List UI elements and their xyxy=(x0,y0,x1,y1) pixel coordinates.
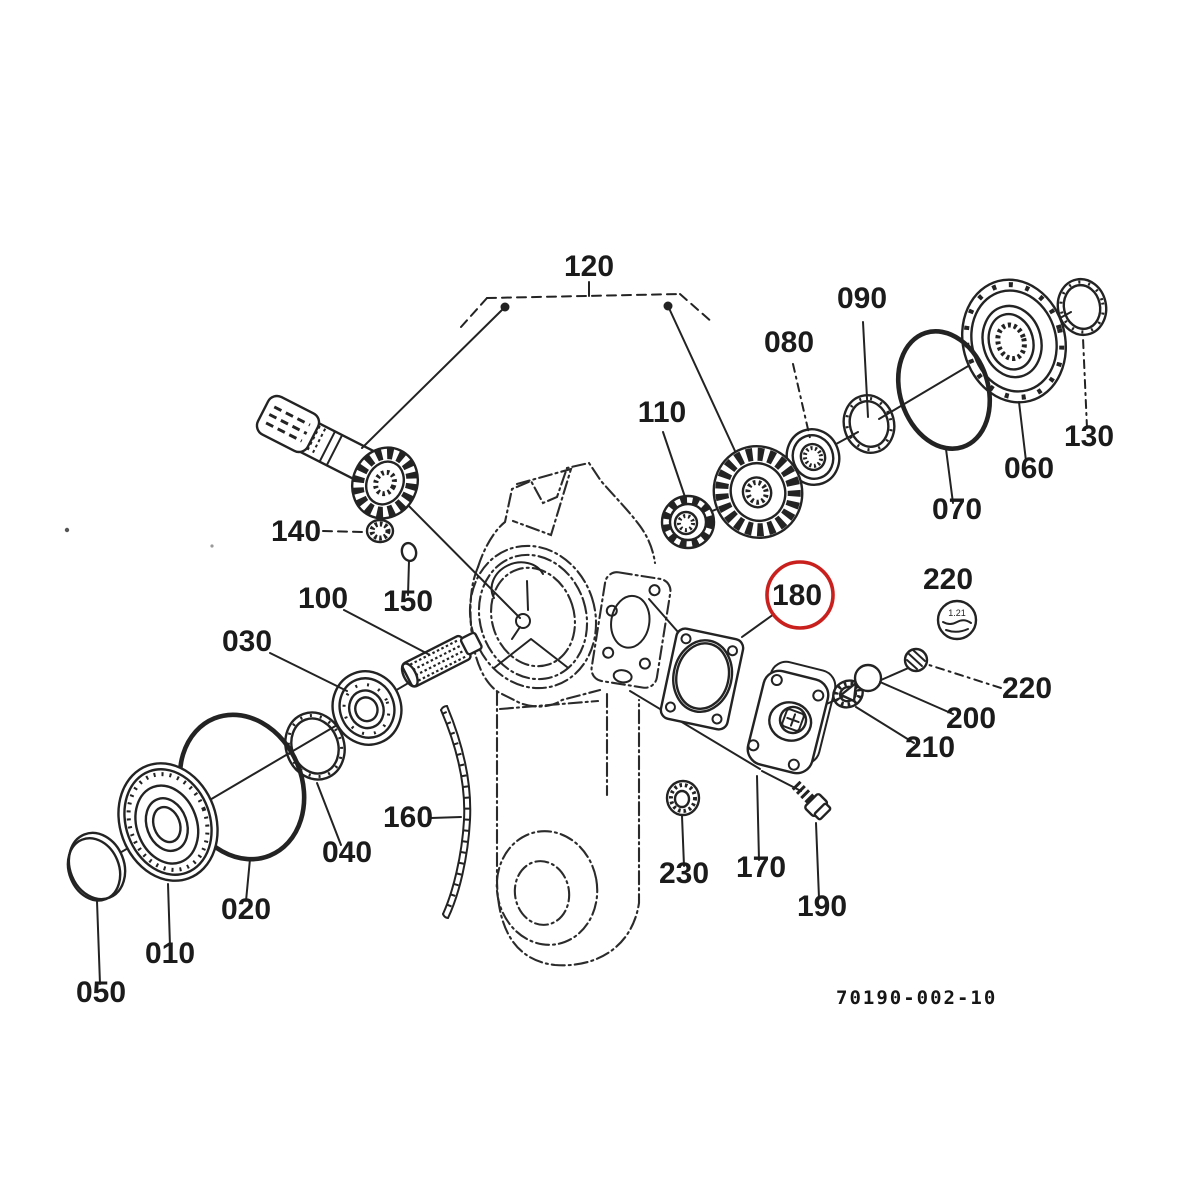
leader-lines xyxy=(96,321,1088,985)
callout-060: 060 xyxy=(1004,452,1054,485)
callout-160: 160 xyxy=(383,801,433,834)
callout-120: 120 xyxy=(564,250,614,283)
callout-020: 020 xyxy=(221,893,271,926)
callout-220-detail: 220 xyxy=(923,563,973,596)
callout-200: 200 xyxy=(946,702,996,735)
gear-case-housing xyxy=(468,461,672,967)
print-speck xyxy=(210,544,214,548)
part-160-rod xyxy=(440,705,472,919)
part-230-round-nut xyxy=(665,779,701,817)
callout-030: 030 xyxy=(222,625,272,658)
part-030-ball-bearing xyxy=(331,670,403,746)
part-090-shim-ring xyxy=(842,394,896,454)
part-cover-plug xyxy=(778,705,808,735)
part-220-ball xyxy=(903,647,929,673)
drawing-number: 70190-002-10 xyxy=(836,987,997,1009)
part-140-slotted-nut xyxy=(365,518,395,544)
callout-170: 170 xyxy=(736,851,786,884)
part-150-o-ring-small xyxy=(400,541,418,563)
callout-040: 040 xyxy=(322,836,372,869)
callout-080: 080 xyxy=(764,326,814,359)
callout-010: 010 xyxy=(145,937,195,970)
part-200-ball-plug xyxy=(839,663,883,703)
callout-190: 190 xyxy=(797,890,847,923)
part-110-coupling-gear xyxy=(660,494,716,550)
callout-070: 070 xyxy=(932,493,982,526)
print-speck xyxy=(64,527,70,533)
detail-note: 1.21 xyxy=(948,608,966,618)
highlight-circle-180 xyxy=(765,560,835,630)
part-180-gasket xyxy=(659,627,745,731)
part-190-plug-bolt xyxy=(791,780,832,821)
part-060-bearing-case xyxy=(960,278,1068,404)
callout-150: 150 xyxy=(383,585,433,618)
callout-090: 090 xyxy=(837,282,887,315)
callout-140: 140 xyxy=(271,515,321,548)
callout-050: 050 xyxy=(76,976,126,1009)
part-pto-shaft xyxy=(255,394,419,520)
part-120-bevel-gear xyxy=(712,445,804,539)
callout-230: 230 xyxy=(659,857,709,890)
group-bracket-120 xyxy=(361,281,736,452)
part-170-cover xyxy=(746,660,837,775)
callout-130: 130 xyxy=(1064,420,1114,453)
part-100-spline-shaft xyxy=(400,631,483,688)
part-010-oil-seal xyxy=(117,762,219,882)
callout-110: 110 xyxy=(638,396,686,429)
callout-labels: 120 090 080 110 130 060 070 140 220 100 … xyxy=(76,250,1114,1009)
part-050-cap xyxy=(66,831,127,902)
callout-210: 210 xyxy=(905,731,955,764)
part-070-o-ring xyxy=(895,329,993,451)
callout-180: 180 xyxy=(772,579,822,612)
callout-220: 220 xyxy=(1002,672,1052,705)
part-220-detail-view: 1.21 xyxy=(936,599,978,641)
part-bevel-pinion xyxy=(351,446,419,520)
callout-100: 100 xyxy=(298,582,348,615)
